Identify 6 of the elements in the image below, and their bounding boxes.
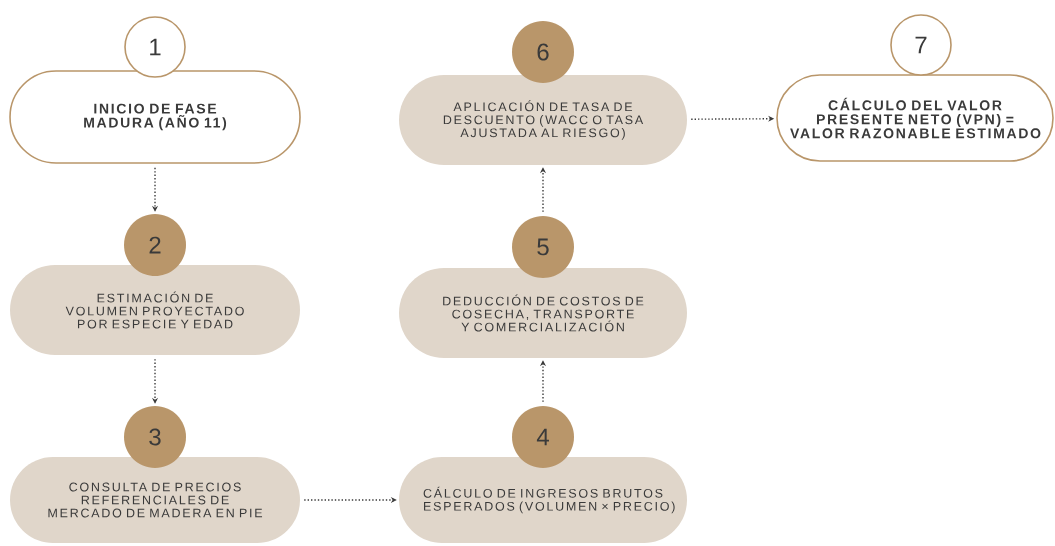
step-pill: CONSULTA DE PRECIOS REFERENCIALES DE MERCADO DE MADERA EN PIE (10, 457, 300, 543)
step-pill: CÁLCULO DEL VALOR PRESENTE NETO (VPN) = VALOR RAZONABLE ESTIMADO (776, 74, 1054, 162)
step-pill: APLICACIÓN DE TASA DE DESCUENTO (WACC O TASA AJUSTADA AL RIESGO) (399, 75, 687, 165)
step-pill: DEDUCCIÓN DE COSTOS DE COSECHA, TRANSPORTE Y COMERCIALIZACIÓN (399, 268, 687, 358)
step-pill: ESTIMACIÓN DE VOLUMEN PROYECTADO POR ESPECIE Y EDAD (10, 265, 300, 355)
step-pill: CÁLCULO DE INGRESOS BRUTOS ESPERADOS (VOLUMEN × PRECIO) (399, 457, 687, 543)
